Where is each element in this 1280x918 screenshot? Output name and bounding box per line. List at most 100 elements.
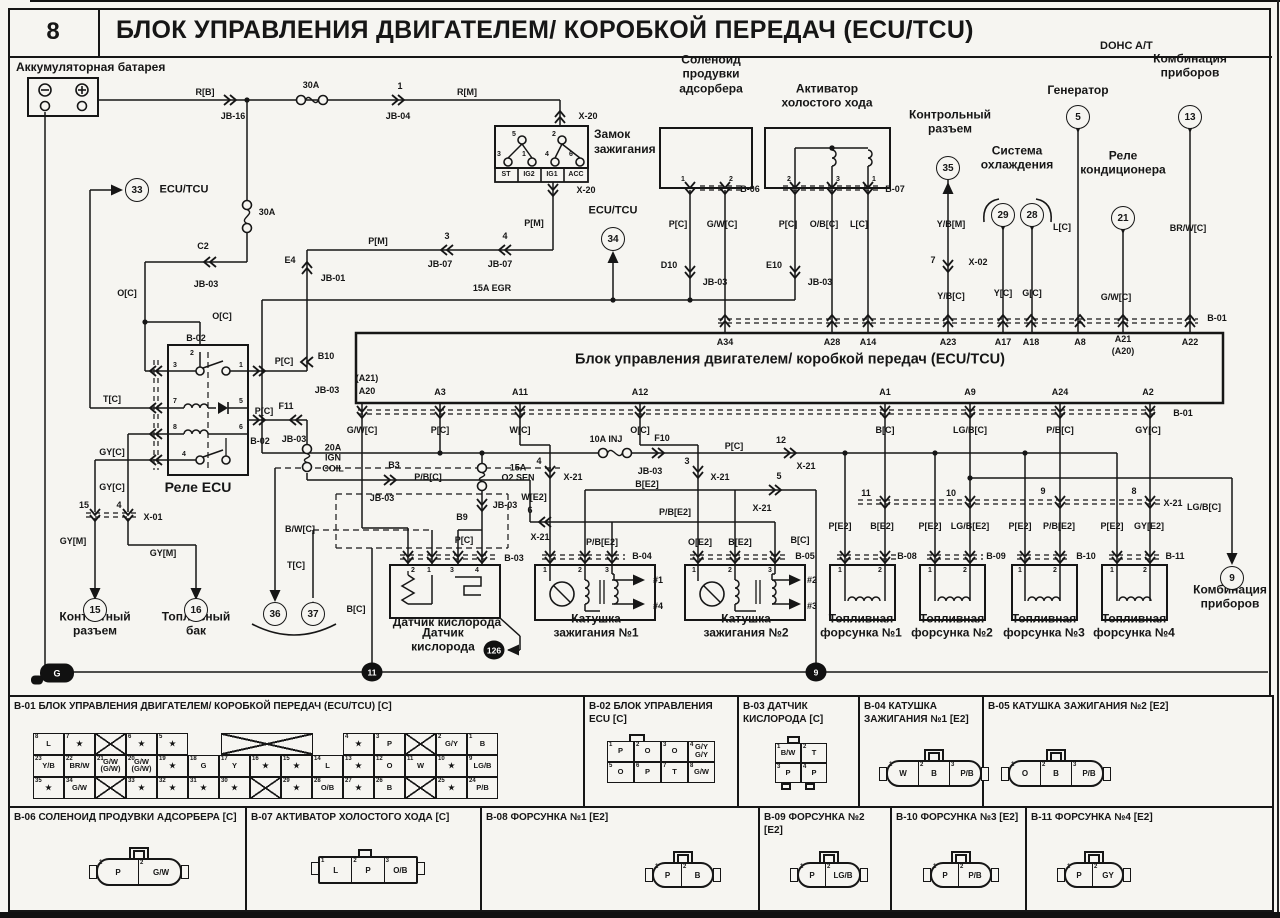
splice-126: 126 <box>483 640 505 660</box>
wire-label: P[M] <box>524 217 544 228</box>
wire-label: 3 <box>605 566 609 574</box>
wire-label: JB-04 <box>385 110 411 121</box>
wire-label: C2 <box>197 240 209 251</box>
wire-label: (A20) <box>1111 345 1135 356</box>
wire-label: B[E2] <box>728 536 752 547</box>
wire-label: 12 <box>775 434 787 445</box>
wire-label: Катушка зажигания №1 <box>553 611 639 640</box>
wire-label: 4 <box>116 499 122 510</box>
wire-label: Топливная форсунка №3 <box>1003 611 1085 640</box>
wire-label: 10A INJ <box>589 433 623 444</box>
wire-label: 4 <box>475 566 479 574</box>
connector-nub <box>879 766 887 781</box>
connector-cell: 10★ <box>436 755 467 777</box>
wire-label: 30A <box>302 79 320 90</box>
wire-label: P[C] <box>274 355 294 366</box>
wire-label: P/B[E2] <box>658 506 692 517</box>
circuit-ref-16: 16 <box>184 598 208 622</box>
wire-label: ST <box>501 170 511 178</box>
connector-cell: 25★ <box>436 777 467 799</box>
circuit-ref-13: 13 <box>1178 105 1202 129</box>
wire-label: 7 <box>930 254 936 265</box>
connector-nub <box>89 865 97 879</box>
wire-label: B9 <box>456 511 468 522</box>
connector-cell <box>405 777 436 799</box>
wire-label: P/B[C] <box>414 471 442 482</box>
wire-label: A18 <box>1022 336 1040 347</box>
wire-label: 1 <box>522 150 526 158</box>
wire-label: 20A IGN COIL <box>322 442 344 474</box>
wire-label: 5 <box>512 130 516 138</box>
wire-label: R[B] <box>195 86 215 97</box>
wire-label: Y[C] <box>993 287 1013 298</box>
wire-label: LG/B[C] <box>1187 501 1221 512</box>
wire-label: GY[M] <box>59 535 87 546</box>
wire-label: 1 <box>543 566 547 574</box>
wire-label: 5 <box>776 470 782 481</box>
wire-label: F11 <box>278 400 294 411</box>
wire-label: P/B[E2] <box>1042 520 1076 531</box>
wire-label: A17 <box>994 336 1012 347</box>
wire-label: Y/B[M] <box>936 218 966 229</box>
connector-cell: 13★ <box>343 755 374 777</box>
wire-label: B[E2] <box>870 520 894 531</box>
wire-label: GY[E2] <box>1133 520 1165 531</box>
wire-label: A14 <box>859 336 877 347</box>
wire-label: P[C] <box>724 440 744 451</box>
connector-cell: 30★ <box>219 777 250 799</box>
wire-label: A21 <box>1114 333 1132 344</box>
ground-symbol: G <box>31 663 74 685</box>
wire-label: 10 <box>945 487 957 498</box>
wire-label: O[E2] <box>687 536 713 547</box>
wire-label: JB-07 <box>427 258 453 269</box>
wire-label: T[C] <box>103 393 121 404</box>
wire-label: A2 <box>1142 386 1154 397</box>
wire-label: JB-03 <box>492 499 518 510</box>
wire-label: A3 <box>434 386 446 397</box>
wire-label: 1 <box>427 566 431 574</box>
wire-label: 8 <box>1131 485 1137 496</box>
wire-label: 3 <box>684 455 690 466</box>
wire-label: IG1 <box>546 170 558 178</box>
connector-title: B-07 АКТИВАТОР ХОЛОСТОГО ХОДА [C] <box>251 812 450 823</box>
wire-label: 3 <box>444 230 450 241</box>
wire-label: 8 <box>173 423 177 431</box>
connector-tab <box>823 854 835 864</box>
wire-label: 1 <box>928 566 932 574</box>
wire-label: JB-03 <box>637 465 663 476</box>
wire-label: JB-03 <box>281 433 307 444</box>
wire-label: 1 <box>1018 566 1022 574</box>
wire-label: Топливная форсунка №1 <box>820 611 902 640</box>
connector-tab <box>781 783 791 790</box>
connector-nub <box>1123 868 1131 882</box>
connector-tab <box>955 854 967 864</box>
circuit-ref-5: 5 <box>1066 105 1090 129</box>
wire-label: GY[C] <box>99 481 125 492</box>
wire-label: 30A <box>258 206 276 217</box>
wire-label: A12 <box>631 386 649 397</box>
connector-cell: 27★ <box>343 777 374 799</box>
wire-label: X-21 <box>752 502 772 513</box>
wire-label: G/W[C] <box>1100 291 1132 302</box>
wire-label: Блок управления двигателем/ коробкой пер… <box>575 351 1005 368</box>
wire-label: P[C] <box>430 424 450 435</box>
wire-label: JB-03 <box>807 276 833 287</box>
wire-label: GY[M] <box>149 547 177 558</box>
splice-9: 9 <box>805 662 827 682</box>
wire-label: #2 <box>806 574 818 585</box>
wire-label: 4 <box>545 150 549 158</box>
wire-label: W[E2] <box>521 491 547 502</box>
wire-label: B-04 <box>632 550 652 561</box>
